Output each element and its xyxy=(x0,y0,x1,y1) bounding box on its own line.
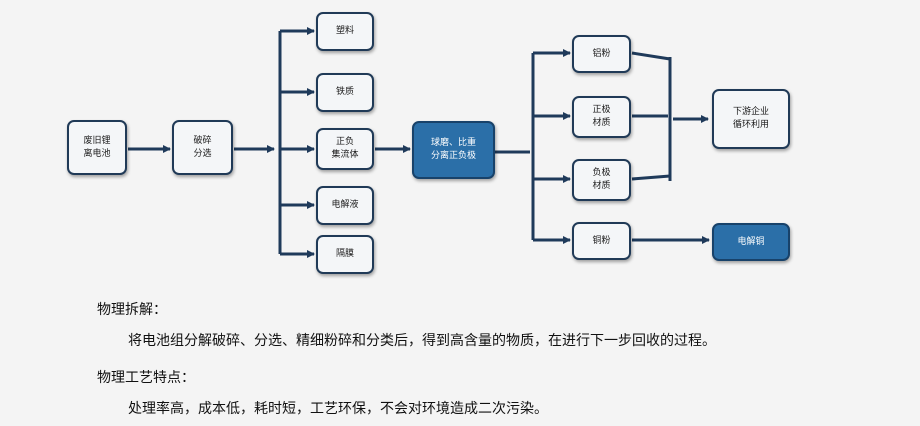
merge-aluminum xyxy=(631,51,671,61)
node-ball-mill-separation: 球磨、比重 分离正负极 xyxy=(412,121,495,179)
node-anode-material: 负极 材质 xyxy=(572,159,631,201)
paragraph-physical-dismantling: 将电池组分解破碎、分选、精细粉碎和分类后，得到高含量的物质，在进行下一步回收的过… xyxy=(128,333,716,349)
node-separator: 隔膜 xyxy=(316,235,374,274)
heading-physical-dismantling: 物理拆解： xyxy=(97,302,167,318)
node-copper-powder: 铜粉 xyxy=(572,222,631,260)
node-crush-sort: 破碎 分选 xyxy=(172,120,233,175)
merge-anode xyxy=(631,174,671,181)
node-cathode-material: 正极 材质 xyxy=(572,96,631,138)
node-plastic: 塑料 xyxy=(316,12,374,51)
node-downstream-recycling: 下游企业 循环利用 xyxy=(712,89,790,149)
flow-diagram: 废旧锂 离电池 破碎 分选 塑料 铁质 正负 集流体 电解液 隔膜 球磨、比重 … xyxy=(67,12,790,274)
node-current-collector: 正负 集流体 xyxy=(316,128,374,170)
node-waste-battery: 废旧锂 离电池 xyxy=(67,120,127,175)
node-iron: 铁质 xyxy=(316,73,374,112)
connector-lines xyxy=(128,27,710,258)
node-electrolytic-copper: 电解铜 xyxy=(712,223,790,261)
node-electrolyte: 电解液 xyxy=(316,186,374,225)
heading-process-features: 物理工艺特点： xyxy=(97,370,195,386)
paragraph-process-features: 处理率高，成本低，耗时短，工艺环保，不会对环境造成二次污染。 xyxy=(128,401,548,417)
node-aluminum-powder: 铝粉 xyxy=(572,35,631,73)
